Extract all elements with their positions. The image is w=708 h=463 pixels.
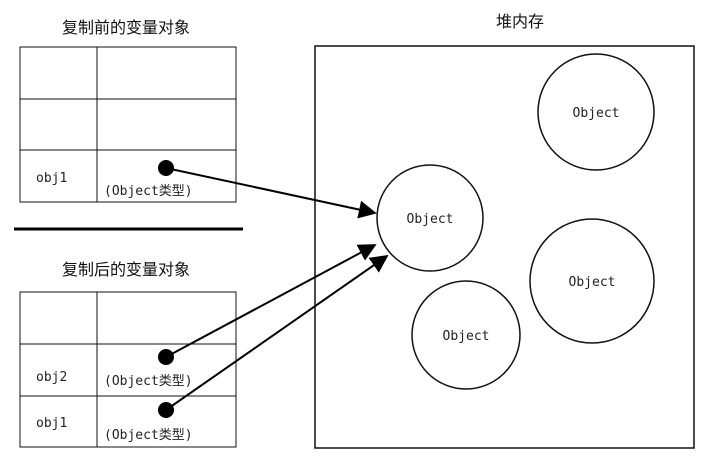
heap-object-label: Object (407, 212, 454, 227)
variable-value: (Object类型) (104, 428, 193, 443)
heap-object (537, 53, 655, 171)
variable-value: (Object类型) (104, 374, 193, 389)
variable-name: obj1 (36, 416, 67, 431)
heap-object-label: Object (569, 275, 616, 290)
variable-name: obj2 (36, 370, 67, 385)
heap-object (411, 280, 521, 390)
heap-object-label: Object (443, 329, 490, 344)
before-table-border (19, 46, 237, 203)
heap-title: 堆内存 (496, 12, 544, 31)
after-title: 复制后的变量对象 (62, 260, 190, 279)
reference-arrow (165, 244, 377, 358)
reference-arrow (165, 254, 389, 411)
variable-name: obj1 (36, 171, 67, 186)
after-variable-table: obj2 (Object类型) obj1 (Object类型) (19, 291, 237, 448)
reference-arrow (165, 167, 377, 219)
before-title: 复制前的变量对象 (62, 18, 190, 37)
heap-memory-box (314, 45, 695, 449)
before-variable-table: obj1 (Object类型) (19, 46, 237, 203)
heap-object (376, 164, 484, 272)
heap-object (529, 218, 655, 344)
after-table-border (19, 291, 237, 448)
variable-value: (Object类型) (104, 184, 193, 199)
heap-object-label: Object (573, 106, 620, 121)
